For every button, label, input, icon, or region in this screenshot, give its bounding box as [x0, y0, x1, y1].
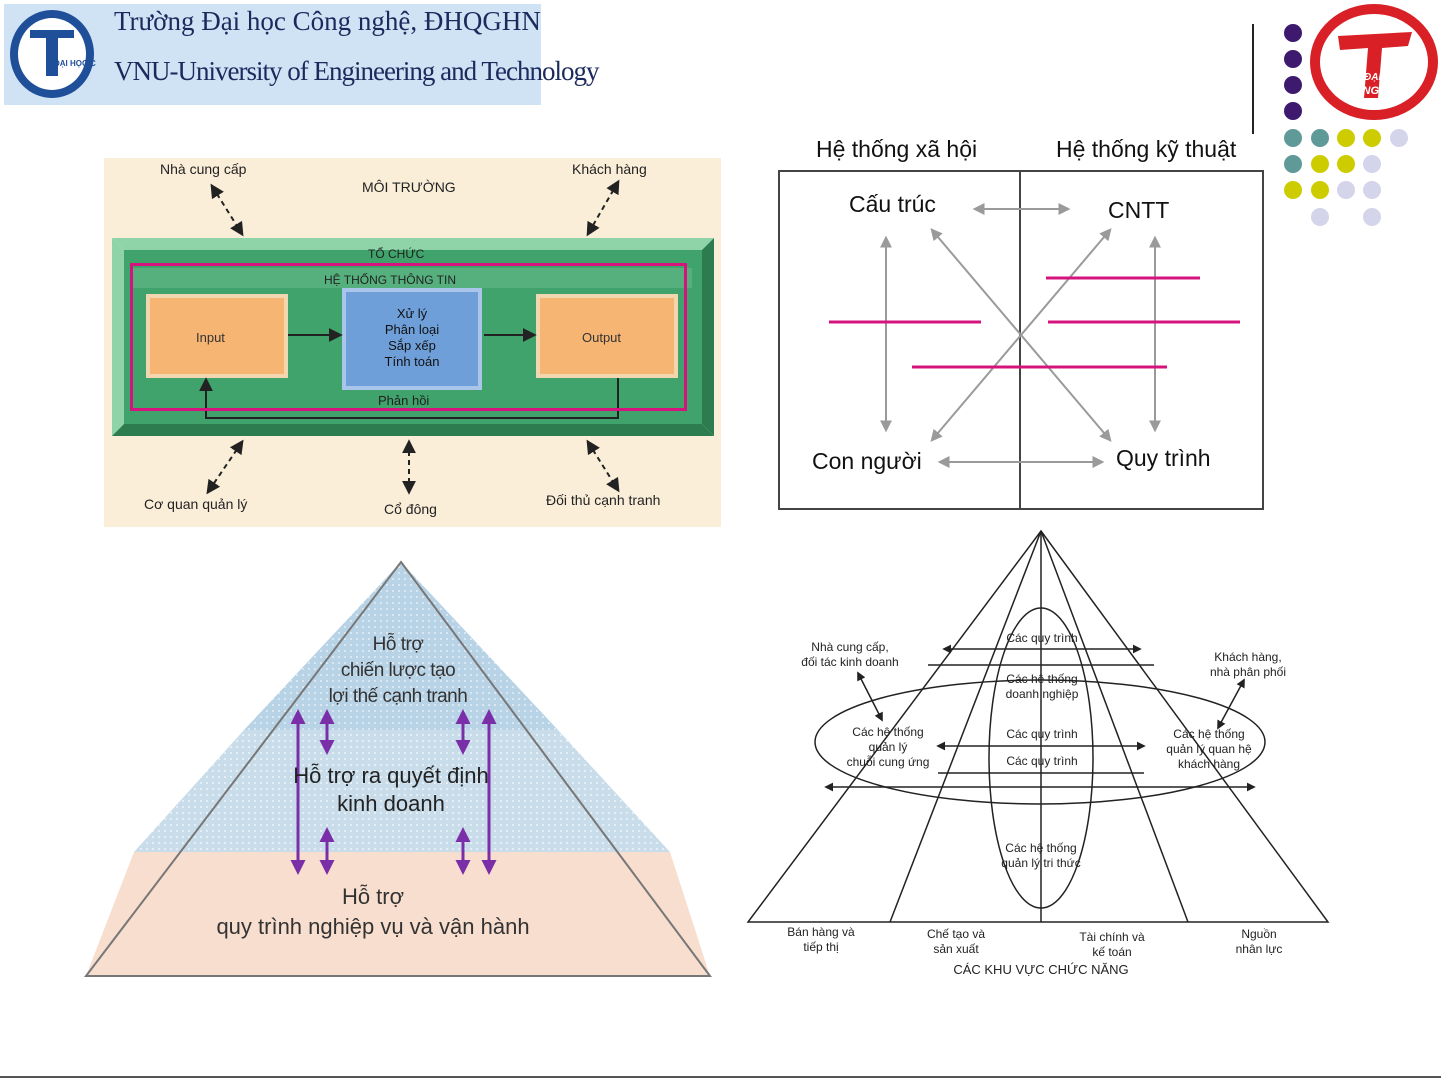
faculty-logo: ĐẠI HỌC CÔNG NGHỆ [1308, 2, 1440, 122]
env-customer-label: Khách hàng [572, 161, 647, 177]
env-competitor-label: Đối thủ cạnh tranh [546, 492, 661, 508]
header-banner: ĐẠI HỌC CÔNG NGHỆ Trường Đại học Công ng… [4, 4, 599, 105]
highlight-box [130, 263, 687, 411]
output-box-label: Output [582, 330, 622, 345]
header-divider [1252, 24, 1254, 134]
it-node: CNTT [1108, 197, 1170, 223]
decision-support-label: Hỗ trợ ra quyết định kinh doanh [293, 763, 489, 816]
svg-text:CÔNG NGHỆ: CÔNG NGHỆ [1346, 84, 1415, 97]
social-system-heading: Hệ thống xã hội [816, 136, 978, 162]
input-box-label: Input [196, 330, 225, 345]
organization-label: TỔ CHỨC [368, 247, 425, 261]
svg-text:ĐẠI HỌC: ĐẠI HỌC [1364, 72, 1407, 83]
customers-label: Khách hàng,nhà phân phối [1209, 650, 1287, 679]
env-shareholder-label: Cổ đông [384, 501, 437, 517]
process-box-label: Xử lý Phân loại Sắp xếp Tính toán [384, 306, 440, 369]
operations-support-label: Hỗ trợ quy trình nghiệp vụ và vận hành [216, 884, 530, 939]
process-node: Quy trình [1116, 445, 1211, 471]
footer-rule [0, 1076, 1441, 1078]
top-processes-label: Các quy trình [1006, 631, 1078, 645]
feedback-label: Phản hồi [378, 393, 430, 408]
suppliers-label: Nhà cung cấp,đối tác kinh doanh [801, 640, 899, 669]
mid-processes-label-1: Các quy trình [1006, 727, 1078, 741]
logo-text: ĐẠI HỌC CÔNG NGHỆ [54, 59, 96, 68]
environment-label: MÔI TRƯỜNG [362, 179, 456, 195]
university-name-vn: Trường Đại học Công nghệ, ĐHQGHN [114, 6, 541, 36]
strategic-support-label: Hỗ trợ chiến lược tạo lợi thế cạnh tranh [328, 634, 468, 707]
env-regulator-label: Cơ quan quản lý [144, 496, 248, 512]
functional-areas-label: CÁC KHU VỰC CHỨC NĂNG [953, 962, 1129, 977]
people-node: Con người [812, 448, 922, 474]
env-supplier-label: Nhà cung cấp [160, 161, 247, 177]
mid-processes-label-2: Các quy trình [1006, 754, 1078, 768]
technical-system-heading: Hệ thống kỹ thuật [1056, 136, 1237, 162]
university-name-en: VNU-University of Engineering and Techno… [114, 56, 599, 86]
is-organization-diagram: Nhà cung cấp Khách hàng MÔI TRƯỜNG TỔ CH… [104, 158, 721, 527]
university-logo: ĐẠI HỌC CÔNG NGHỆ [8, 8, 96, 100]
information-system-label: HỆ THỐNG THÔNG TIN [324, 273, 457, 287]
structure-node: Cấu trúc [849, 191, 936, 217]
